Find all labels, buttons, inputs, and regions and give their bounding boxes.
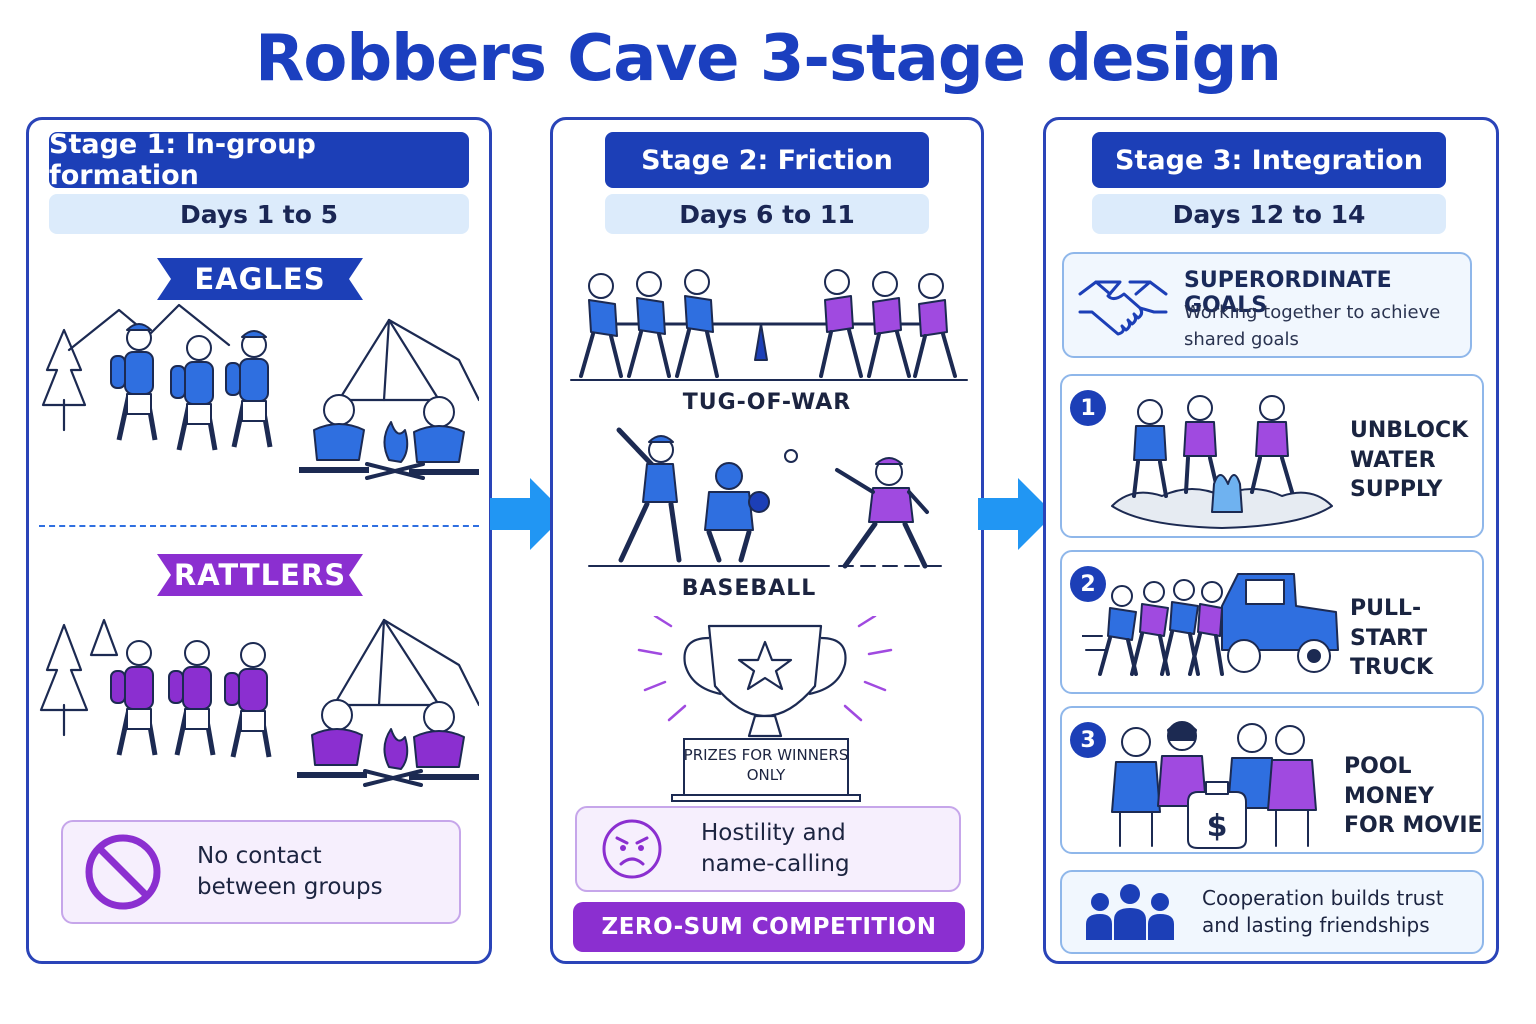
- page-title: Robbers Cave 3-stage design: [255, 22, 1282, 96]
- angry-face-icon: [602, 819, 662, 879]
- cooperation-text: Cooperation builds trust and lasting fri…: [1202, 886, 1444, 937]
- goal-title: SUPERORDINATE GOALS: [1184, 268, 1392, 318]
- tug-of-war-illustration: [570, 269, 968, 381]
- no-contact-note: No contact between groups: [61, 820, 461, 924]
- trophy-plate-text: PRIZES FOR WINNERS ONLY: [683, 746, 849, 784]
- task-number: 1: [1070, 390, 1106, 426]
- hostility-text: Hostility and name-calling: [701, 819, 850, 877]
- task-label: POOL MONEY FOR MOVIE: [1344, 754, 1483, 839]
- rattlers-hiking-campfire-illustration: [39, 618, 479, 787]
- stage-1-panel: Stage 1: In-group formation Days 1 to 5 …: [26, 117, 492, 964]
- superordinate-goals-box: SUPERORDINATE GOALS Working together to …: [1062, 252, 1472, 358]
- group-divider: [39, 525, 479, 527]
- task-label: UNBLOCK WATER SUPPLY: [1350, 418, 1469, 503]
- goal-description: Working together to achieve shared goals: [1184, 302, 1441, 350]
- cooperation-note: Cooperation builds trust and lasting fri…: [1060, 870, 1484, 954]
- handshake-icon: [1078, 280, 1168, 336]
- task-number: 3: [1070, 722, 1106, 758]
- trophy-base: [671, 794, 861, 802]
- rattlers-banner: RATTLERS: [157, 550, 363, 600]
- trophy-icon: [637, 616, 893, 738]
- water-supply-illustration: [1111, 395, 1333, 529]
- eagles-label: EAGLES: [194, 262, 326, 296]
- stage-2-panel: Stage 2: Friction Days 6 to 11: [550, 117, 984, 964]
- svg-text:$: $: [1207, 809, 1228, 844]
- no-contact-text: No contact between groups: [197, 842, 383, 900]
- stage-3-panel: Stage 3: Integration Days 12 to 14 SUPER…: [1043, 117, 1499, 964]
- task-card: 2: [1060, 550, 1484, 694]
- eagles-banner: EAGLES: [157, 254, 363, 304]
- prohibited-icon: [85, 834, 161, 910]
- task-number: 2: [1070, 566, 1106, 602]
- stage-1-days: Days 1 to 5: [49, 194, 469, 234]
- stage-1-header: Stage 1: In-group formation: [49, 129, 469, 191]
- baseball-label: BASEBALL: [681, 576, 817, 601]
- zero-sum-banner: ZERO-SUM COMPETITION: [573, 902, 965, 952]
- arrow-right-icon: [490, 478, 566, 550]
- task-label: PULL-START TRUCK: [1350, 596, 1434, 681]
- rattlers-label: RATTLERS: [173, 558, 347, 592]
- task-card: 1 UNBLOCK WATER SUPPLY: [1060, 374, 1484, 538]
- baseball-illustration: [588, 427, 950, 569]
- task-card: 3 $ POOL MONEY FOR MOVIE: [1060, 706, 1484, 854]
- eagles-hiking-campfire-illustration: [41, 303, 479, 480]
- arrow-right-icon: [978, 478, 1054, 550]
- truck-push-illustration: [1082, 573, 1339, 676]
- trophy-plate: [683, 738, 849, 796]
- group-icon: [1086, 884, 1174, 940]
- stage-2-days: Days 6 to 11: [605, 194, 929, 234]
- rattlers-ribbon-icon: [157, 554, 363, 596]
- stage-3-days: Days 12 to 14: [1092, 194, 1446, 234]
- tug-of-war-label: TUG-OF-WAR: [682, 390, 852, 415]
- eagles-ribbon-icon: [157, 258, 363, 300]
- stage-2-header: Stage 2: Friction: [605, 132, 929, 188]
- hostility-note: Hostility and name-calling: [575, 806, 961, 892]
- stage-3-header: Stage 3: Integration: [1092, 132, 1446, 188]
- pool-money-illustration: $: [1111, 721, 1317, 849]
